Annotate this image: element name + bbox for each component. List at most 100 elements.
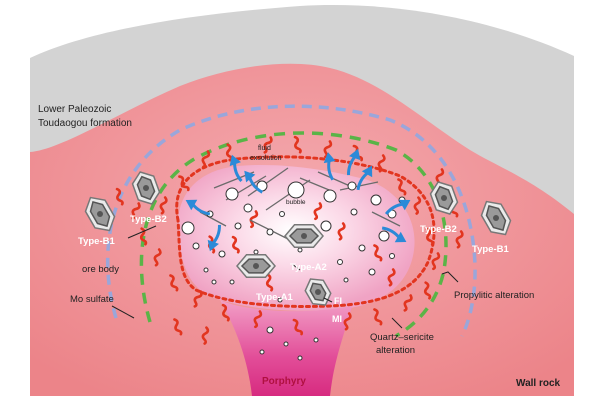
vein-icon [201,150,211,169]
fluid-arrow-icon [347,148,361,176]
fluid-exsolution-label-line1: fluid [258,145,271,152]
type-b1-left-label: Type-B1 [78,236,115,247]
vein-icon [253,310,263,329]
bubble-icon [283,341,289,347]
fluid-arrow-icon [323,152,336,181]
bubble-icon [343,277,349,283]
fluid-arrow-icon [381,226,407,243]
vein-icon [292,318,304,336]
vein-icon [131,202,141,220]
vein-icon [231,235,240,254]
ore-body-outline [175,155,436,308]
bubble-label: bubble [286,199,306,206]
vein-icon [193,290,203,308]
bubble-icon [347,181,357,191]
vein-icon [159,196,168,215]
bubble-icon [218,250,226,258]
fluid-exsolution-label-line2: exsolution [250,155,282,162]
fluid-arrow-icon [356,165,373,191]
bubble-icon [313,337,319,343]
fi-label: FI [334,296,342,306]
bubble-icon [253,249,259,255]
vein-icon [377,154,386,173]
vein-icon [178,175,190,192]
crystal-inclusion-icon [97,211,103,217]
bubble-icon [337,259,343,265]
crystal-inclusion-icon [253,263,259,269]
bubble-icon [266,326,274,334]
wall-rock-label: Wall rock [516,378,561,389]
type-a2-label: Type-A2 [290,262,327,273]
vein-icon [373,308,383,326]
vein-icon [387,268,396,287]
vein-icon [173,318,183,336]
vein-icon [313,202,323,221]
crystal-inclusion-icon [143,185,149,191]
bubble-icon [350,208,358,216]
vein-icon [423,281,432,300]
propylitic-alteration-zone [105,104,477,337]
vein-icon [265,273,274,292]
fluid-arrow-icon [185,199,211,216]
bubble-icon [192,242,200,250]
bubble-icon [279,211,285,217]
bubbles [181,180,406,361]
type-b2-left-label: Type-B2 [130,214,167,225]
type-b2-right-label: Type-B2 [420,224,457,235]
quartz-sericite-zone [139,131,448,338]
vein-icon [221,303,230,322]
vein-icon [403,294,413,312]
vein-icon [455,230,464,249]
porphyry-label: Porphyry [262,376,306,387]
bubble-icon [320,220,332,232]
vein-icon [293,135,302,154]
vein-icon [373,244,383,262]
vein-icon [425,227,434,246]
vein-icon [263,136,273,154]
bubble-icon [181,221,195,235]
bubble-icon [368,268,376,276]
bubble-icon [225,187,239,201]
vein-icon [397,178,407,196]
quartz-sericite-label-line1: Quartz–sericite [370,332,434,343]
crystal-inclusion-icon [315,289,321,295]
fluid-arrow-icon [207,224,221,252]
crystal-inclusion-icon [301,233,307,239]
fluid-arrow-icon [229,154,243,183]
mi-label: MI [332,314,342,324]
vein-icon [249,210,259,229]
crystal-inclusion-icon [441,195,447,201]
bubble-icon [297,247,303,253]
bubble-icon [287,181,305,199]
bubble-icon [389,253,395,259]
bubble-icon [203,267,209,273]
bubble-icon [358,244,366,252]
bubble-icon [229,279,235,285]
vein-icon [115,187,124,206]
fluid-arrows [185,148,411,252]
formation-label-line1: Lower Paleozoic [38,104,111,115]
porphyry-stem [220,300,352,396]
vein-icon [343,312,352,331]
formation-label-line2: Toudaogou formation [38,118,132,129]
ore-body-label: ore body [82,264,119,275]
fluid-arrow-icon [244,170,264,194]
type-a1-label: Type-A1 [256,292,293,303]
bubble-icon [378,230,390,242]
bubble-icon [266,228,274,236]
vein-icon [201,326,210,345]
vein-icon [413,196,422,215]
propylitic-alteration-label: Propylitic alteration [454,290,534,301]
bubble-icon [323,189,337,203]
leader-lines [111,225,459,329]
bubble-icon [277,297,283,303]
bubble-icon [211,279,217,285]
bubble-icon [370,194,382,206]
bubble-icon [243,203,253,213]
crystal-inclusions [84,171,512,306]
fluid-arrow-icon [384,199,411,215]
bubble-icon [297,355,303,361]
vein-icon [169,274,179,292]
